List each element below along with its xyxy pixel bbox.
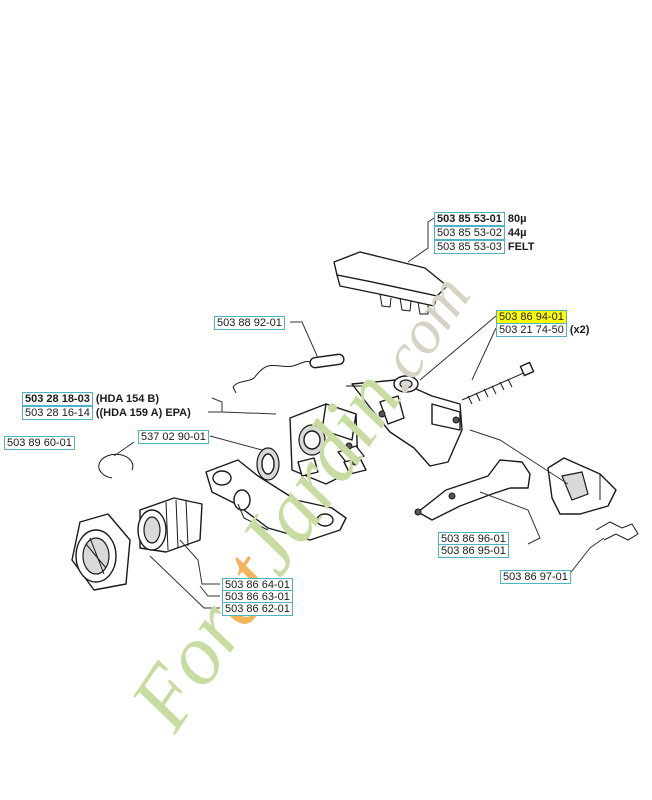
circlip <box>98 453 134 479</box>
spring-link <box>232 353 345 394</box>
label-circlip: 503 89 60-01 <box>4 436 75 450</box>
part-number[interactable]: 503 86 97-01 <box>500 570 571 584</box>
label-intake-62: 503 86 62-01 <box>222 602 293 616</box>
part-suffix: (x2) <box>569 324 590 336</box>
gasket <box>256 447 280 481</box>
part-number[interactable]: 503 85 53-03 <box>434 240 505 254</box>
part-number[interactable]: 503 86 94-01 <box>496 310 567 324</box>
label-bolt-x2: 503 21 74-50(x2) <box>496 323 589 337</box>
part-number[interactable]: 503 86 96-01 <box>438 532 509 546</box>
part-number[interactable]: 503 86 62-01 <box>222 602 293 616</box>
part-suffix: (HDA 154 B) <box>95 393 160 405</box>
air-filter <box>333 251 448 315</box>
label-gasket: 537 02 90-01 <box>138 430 209 444</box>
label-bolt-highlighted: 503 86 94-01 <box>496 310 567 324</box>
part-number[interactable]: 503 28 16-14 <box>22 406 93 420</box>
part-number[interactable]: 503 89 60-01 <box>4 436 75 450</box>
leader-lines <box>113 217 605 609</box>
label-lever-95: 503 86 95-01 <box>438 544 509 558</box>
intake-manifold <box>205 459 347 541</box>
part-number[interactable]: 503 28 18-03 <box>22 392 93 406</box>
part-number[interactable]: 503 21 74-50 <box>496 323 567 337</box>
label-carburetor-epa: 503 28 16-14((HDA 159 A) EPA) <box>22 406 191 420</box>
label-clip: 503 86 97-01 <box>500 570 571 584</box>
part-number[interactable]: 503 85 53-02 <box>434 226 505 240</box>
carburetor-housing <box>346 375 463 467</box>
spring-clip <box>595 521 639 541</box>
part-number[interactable]: 503 88 92-01 <box>214 316 285 330</box>
intake-elbow <box>71 513 131 591</box>
part-suffix: 44µ <box>507 227 527 239</box>
label-carburetor-b: 503 28 18-03(HDA 154 B) <box>22 392 159 406</box>
part-number[interactable]: 503 86 95-01 <box>438 544 509 558</box>
part-suffix: FELT <box>507 241 535 253</box>
carburetor <box>289 403 367 485</box>
label-lever-96: 503 86 96-01 <box>438 532 509 546</box>
throttle-housing <box>547 457 617 515</box>
part-suffix: ((HDA 159 A) EPA) <box>95 407 191 419</box>
label-spring-link: 503 88 92-01 <box>214 316 285 330</box>
bolt <box>461 361 535 405</box>
part-number[interactable]: 537 02 90-01 <box>138 430 209 444</box>
part-suffix: 80µ <box>507 213 527 225</box>
lever <box>414 459 531 521</box>
intake-boot <box>137 497 203 553</box>
part-number[interactable]: 503 85 53-01 <box>434 212 505 226</box>
label-intake-63: 503 86 63-01 <box>222 590 293 604</box>
part-number[interactable]: 503 86 63-01 <box>222 590 293 604</box>
